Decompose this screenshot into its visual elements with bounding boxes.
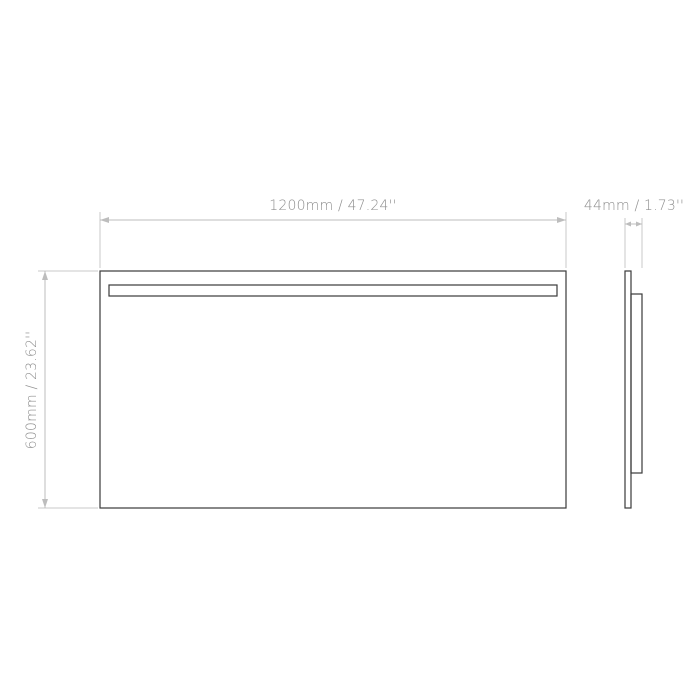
side-glass-panel [624, 270, 632, 509]
width-arrow-right [557, 217, 566, 223]
height-arrow-top [42, 271, 48, 280]
side-back-frame [630, 293, 643, 474]
depth-dimension: 44mm / 1.73'' [584, 198, 684, 268]
height-arrow-bottom [42, 499, 48, 508]
height-label: 600mm / 23.62'' [24, 331, 40, 449]
depth-label: 44mm / 1.73'' [584, 198, 684, 214]
width-label: 1200mm / 47.24'' [269, 198, 397, 214]
depth-arrow-left [625, 221, 631, 227]
mirror-front-view [99, 270, 567, 509]
width-dimension: 1200mm / 47.24'' [99, 198, 567, 268]
mirror-outline [99, 270, 567, 509]
mirror-side-view [624, 270, 643, 509]
light-strip [108, 284, 558, 297]
width-arrow-left [100, 217, 109, 223]
height-dimension: 600mm / 23.62'' [24, 270, 98, 509]
depth-arrow-right [636, 221, 642, 227]
